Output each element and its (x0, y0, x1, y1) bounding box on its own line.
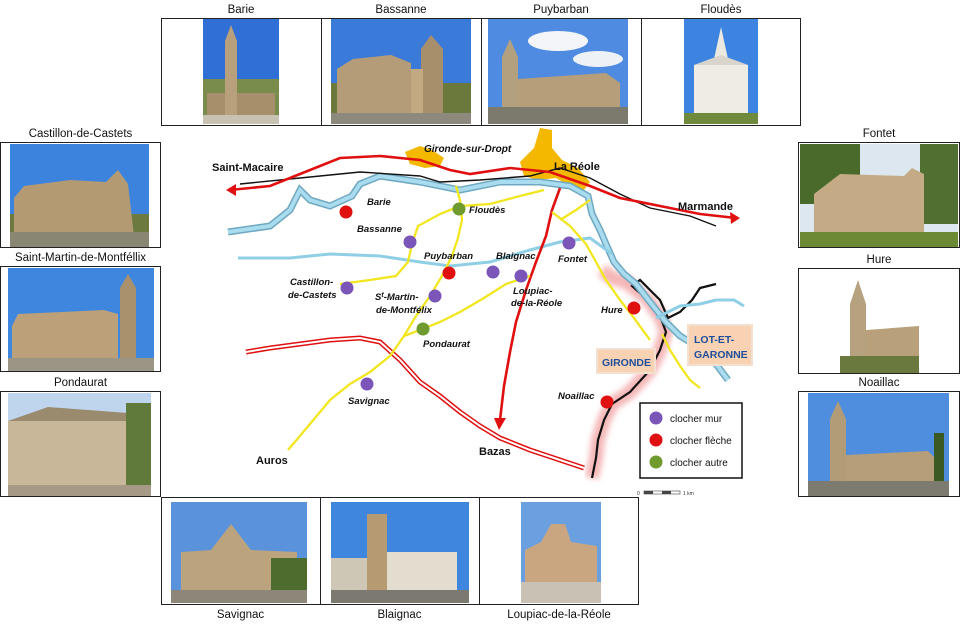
legend-dot-spire (649, 433, 663, 447)
caption-blaignac: Blaignac (377, 609, 422, 621)
photo-puybarban[interactable] (488, 19, 628, 124)
label-castillon-1: Castillon- (290, 277, 333, 288)
region-lot-label-2: GARONNE (694, 349, 748, 361)
svg-text:0: 0 (637, 491, 640, 497)
caption-barie: Barie (227, 4, 255, 16)
caption-hure: Hure (866, 254, 892, 266)
label-pondaurat: Pondaurat (423, 339, 471, 350)
photo-stmartin[interactable] (8, 268, 154, 371)
railway-line (239, 167, 717, 227)
label-blaignac: Blaignac (496, 251, 536, 262)
road-d1113 (229, 154, 737, 220)
dot-barie (339, 205, 353, 219)
legend-dot-other (649, 455, 663, 469)
photo-savignac[interactable] (171, 502, 307, 603)
secondary-roads (287, 185, 701, 451)
caption-floudes: Floudès (700, 4, 742, 16)
road-arrow-south (494, 418, 506, 430)
label-bassanne: Bassanne (357, 224, 403, 235)
divider-top-3 (641, 18, 642, 126)
photo-blaignac[interactable] (331, 502, 469, 603)
caption-pondaurat: Pondaurat (53, 377, 108, 389)
river-tributary-upper (655, 298, 745, 320)
photo-floudes[interactable] (684, 19, 758, 124)
region-gironde-label: GIRONDE (602, 357, 651, 369)
caption-bassanne: Bassanne (375, 4, 427, 16)
label-auros: Auros (256, 455, 288, 467)
dot-fontet (562, 236, 576, 250)
photo-fontet[interactable] (800, 144, 958, 247)
label-fontet: Fontet (558, 254, 588, 265)
photo-noaillac[interactable] (808, 393, 949, 496)
label-hure: Hure (601, 305, 623, 316)
urban-area-gironde-sur-dropt (405, 146, 444, 168)
legend-label-other: clocher autre (670, 458, 728, 469)
photo-barie[interactable] (203, 19, 279, 124)
dot-noaillac (600, 395, 614, 409)
label-floudes: Floudès (469, 205, 505, 216)
legend-label-wall: clocher mur (670, 414, 723, 425)
divider-bottom-2 (479, 497, 480, 605)
photo-castillon[interactable] (10, 144, 149, 247)
region-lot-label-1: LOT-ET- (694, 334, 735, 346)
svg-text:1 km: 1 km (683, 491, 694, 497)
divider-top-2 (481, 18, 482, 126)
dot-stmartin (428, 289, 442, 303)
region-gironde-box (596, 348, 656, 374)
dot-savignac (360, 377, 374, 391)
caption-fontet: Fontet (862, 128, 896, 140)
divider-bottom-1 (320, 497, 321, 605)
dot-hure (627, 301, 641, 315)
label-loupiac-2: de-la-Réole (511, 298, 563, 309)
caption-stmartin: Saint-Martin-de-Montféllix (14, 252, 146, 264)
dot-puybarban (442, 266, 456, 280)
label-barie: Barie (367, 197, 391, 208)
road-to-bazas (498, 187, 562, 421)
legend: clocher mur clocher flèche clocher autre (639, 402, 743, 479)
caption-castillon: Castillon-de-Castets (28, 128, 133, 140)
divider-top-1 (321, 18, 322, 126)
photo-hure[interactable] (840, 270, 919, 373)
caption-loupiac: Loupiac-de-la-Réole (507, 609, 611, 621)
caption-puybarban: Puybarban (533, 4, 589, 16)
motorway-a62 (245, 335, 585, 471)
label-loupiac-1: Loupiac- (513, 286, 553, 297)
label-gironde-sur-dropt: Gironde-sur-Dropt (424, 144, 512, 155)
photo-bassanne[interactable] (331, 19, 471, 124)
label-puybarban: Puybarban (424, 251, 473, 262)
road-arrow-west (226, 184, 236, 196)
label-la-reole: La Réole (554, 161, 600, 173)
dot-loupiac (514, 269, 528, 283)
label-saint-macaire: Saint-Macaire (212, 162, 284, 174)
legend-label-spire: clocher flèche (670, 436, 732, 447)
label-bazas: Bazas (479, 446, 511, 458)
dot-castillon (340, 281, 354, 295)
dot-pondaurat (416, 322, 430, 336)
dot-blaignac (486, 265, 500, 279)
region-lot-box (687, 324, 753, 366)
legend-dot-wall (649, 411, 663, 425)
label-savignac: Savignac (348, 396, 390, 407)
label-stmartin-1: St-Martin- (375, 292, 419, 303)
dot-bassanne (403, 235, 417, 249)
photo-loupiac[interactable] (521, 502, 601, 603)
dot-floudes (452, 202, 466, 216)
label-castillon-2: de-Castets (288, 290, 337, 301)
label-stmartin-2: de-Montfélix (376, 305, 433, 316)
scale-bar: 0 1 km (637, 490, 694, 497)
caption-savignac: Savignac (216, 609, 265, 621)
road-arrow-east (730, 212, 740, 224)
label-marmande: Marmande (678, 201, 733, 213)
photo-pondaurat[interactable] (8, 393, 151, 496)
label-noaillac: Noaillac (558, 391, 595, 402)
caption-noaillac: Noaillac (858, 377, 900, 389)
